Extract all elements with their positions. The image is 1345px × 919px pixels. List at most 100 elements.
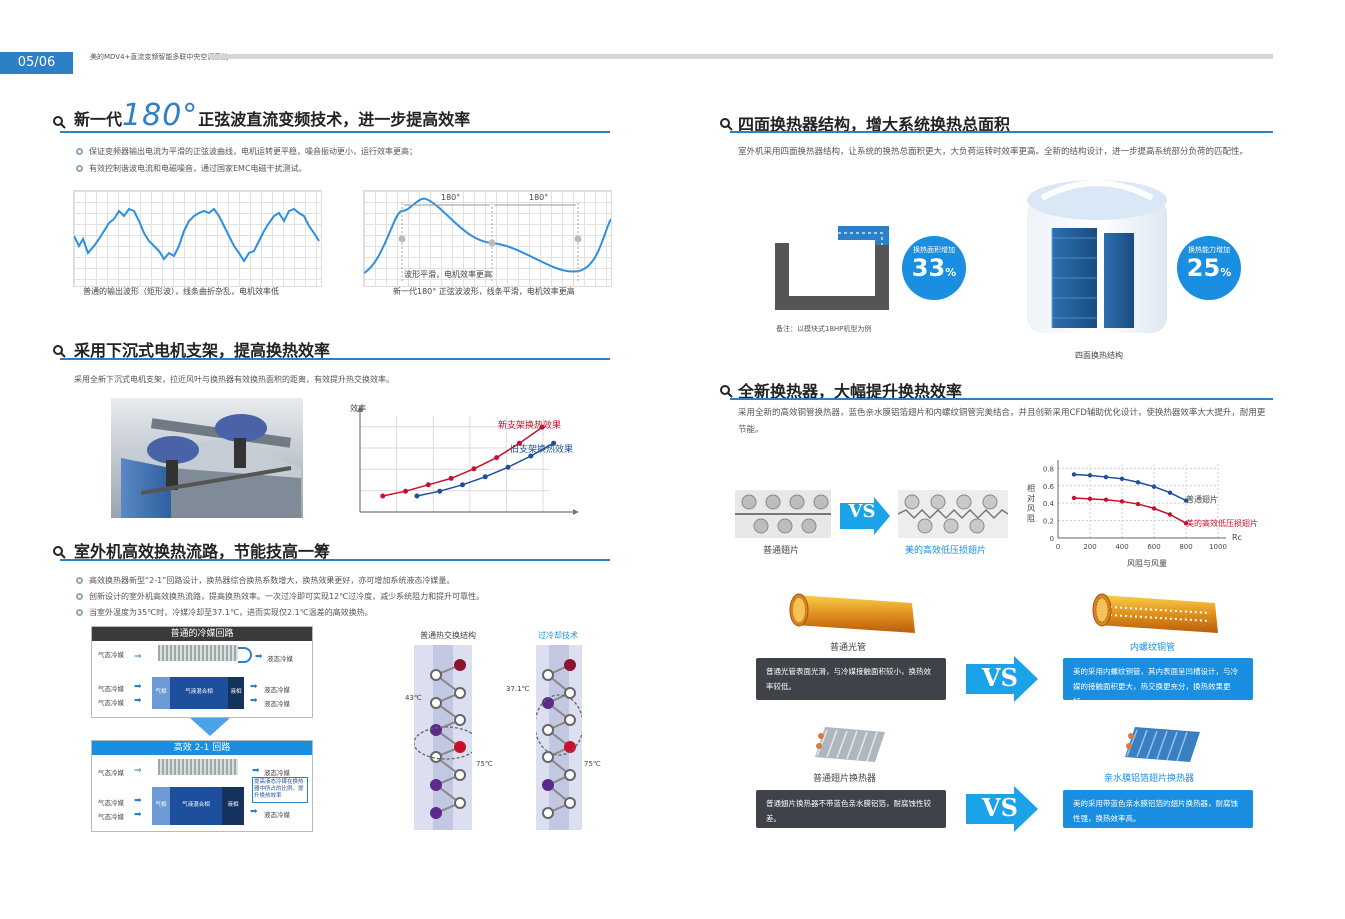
bullet-item: 高效换热器新型“2-1”回路设计，换热器综合换热系数增大，换热效果更好，亦可增加… xyxy=(76,575,454,586)
section-title-motor: 采用下沉式电机支架，提高换热效率 xyxy=(74,341,331,360)
wave-note: 波形平滑，电机效率更高 xyxy=(404,270,492,279)
section-paragraph: 室外机采用四面换热器结构，让系统的换热总面积更大，大负荷运转时效率更高。全新的结… xyxy=(738,147,1249,157)
data-point xyxy=(1167,512,1173,517)
label-liquid: 液态冷媒 xyxy=(264,700,290,708)
coil-graphic xyxy=(158,759,238,775)
label-gas: 气态冷媒 xyxy=(98,651,124,659)
smooth-tube-image xyxy=(787,585,922,640)
normal-fin-image xyxy=(735,490,831,538)
data-point xyxy=(1183,498,1189,503)
caption-four-side: 四面换热结构 xyxy=(1075,351,1123,360)
bullet-item: 当室外温度为35℃时，冷媒冷却至37.1℃，进而实现仅2.1℃温差的高效换热。 xyxy=(76,607,373,618)
data-point xyxy=(494,455,500,461)
caption-square-wave: 普通的输出波形（矩形波），线条曲折杂乱，电机效率低 xyxy=(83,287,279,296)
efficient-fin-image xyxy=(897,490,1009,538)
label-liquid: 液态冷媒 xyxy=(267,655,293,663)
data-point xyxy=(460,482,465,488)
data-point xyxy=(471,466,477,472)
x-tick-label: 400 xyxy=(1115,543,1128,551)
bullet-item: 保证变频器输出电流为平滑的正弦波曲线，电机运转更平稳，噪音振动更小，运行效率更高… xyxy=(76,146,417,157)
arrow-right-icon: ➡ xyxy=(250,682,258,692)
section-marker xyxy=(50,543,66,563)
chart-ylabel: 效率 xyxy=(350,404,366,413)
chart-ylabel: 相对风阻 xyxy=(1027,484,1035,523)
y-tick-label: 0.4 xyxy=(1043,500,1055,508)
x-tick-label: 800 xyxy=(1179,543,1192,551)
square-wave-chart xyxy=(73,190,322,287)
coil-graphic xyxy=(158,645,238,661)
section-marker xyxy=(717,382,733,402)
x-axis-arrow xyxy=(573,509,579,515)
column-title-subcool: 过冷却技术 xyxy=(538,631,578,640)
y-tick-label: 0.8 xyxy=(1043,465,1054,473)
vs-arrow: VS xyxy=(966,656,1038,702)
data-point xyxy=(539,424,545,430)
bullet-icon xyxy=(76,165,83,172)
wave-angle-label: 180° xyxy=(526,193,552,202)
heat-exchanger-u-shape xyxy=(774,225,894,319)
data-point xyxy=(1119,476,1125,481)
section-underline xyxy=(60,559,610,561)
data-point xyxy=(482,474,488,480)
badge-area-increase: 换热面积增加 33% xyxy=(902,236,966,300)
circuit-diagram-efficient: 高效 2-1 回路 气态冷媒 ⇒ ➡ 液态冷媒 气相 气液混合相 液相 提高液态… xyxy=(91,740,313,832)
arrow-right-icon: ➡ xyxy=(134,796,142,806)
label-liquid: 液态冷媒 xyxy=(264,769,290,777)
data-point xyxy=(551,440,557,446)
legend-normal-fin: 普通翅片 xyxy=(1186,495,1218,504)
section-underline xyxy=(60,358,610,360)
note: 备注：以模块式18HP机型为例 xyxy=(776,325,872,333)
badge-capacity-increase: 换热能力增加 25% xyxy=(1177,236,1241,300)
section-marker xyxy=(50,342,66,362)
data-point xyxy=(1183,521,1189,526)
bullet-icon xyxy=(76,609,83,616)
heat-exchange-column-subcool xyxy=(536,645,582,830)
data-point xyxy=(1087,496,1093,502)
label-liquid: 液态冷媒 xyxy=(264,811,290,819)
label-hydrophilic-exchanger: 亲水膜铝箔翅片换热器 xyxy=(1104,774,1195,784)
data-point xyxy=(1103,474,1109,480)
data-point xyxy=(448,475,454,481)
section-title-new-exchanger: 全新换热器，大幅提升换热效率 xyxy=(738,382,963,401)
bullet-item: 有效控制谐波电流和电磁噪音，通过国家EMC电磁干扰测试。 xyxy=(76,163,307,174)
label-efficient-fin: 美的高效低压损翅片 xyxy=(905,546,987,556)
data-point xyxy=(505,464,511,470)
phase-block: 气相 气液混合相 液相 xyxy=(152,677,244,709)
y-tick-label: 0.2 xyxy=(1043,518,1054,526)
arrow-right-icon: ➡ xyxy=(250,696,258,706)
phase-block: 气相 气液混合相 液相 xyxy=(152,787,244,825)
hydrophilic-exchanger-image xyxy=(1125,722,1200,767)
data-point xyxy=(425,482,431,488)
label-liquid-phase: 液相 xyxy=(228,677,244,709)
arrow-down-icon xyxy=(190,718,230,742)
label-gas-phase: 气相 xyxy=(152,677,170,709)
y-tick-label: 0.6 xyxy=(1043,483,1055,491)
data-point xyxy=(1151,484,1157,489)
bullet-icon xyxy=(76,577,83,584)
circuit-title: 高效 2-1 回路 xyxy=(92,741,312,755)
coil-loop xyxy=(238,647,252,663)
label-smooth-tube: 普通光管 xyxy=(830,643,867,653)
section-underline xyxy=(60,131,610,133)
label-gas: 气态冷媒 xyxy=(98,799,124,807)
data-point xyxy=(414,493,420,499)
temp-label: 75℃ xyxy=(584,760,601,768)
arrow-right-icon: ➡ xyxy=(134,810,142,820)
arrow-right-icon: ➡ xyxy=(134,682,142,692)
data-point xyxy=(1167,490,1173,495)
desc-normal-exchanger: 普通翅片换热器不带蓝色亲水膜铝箔，耐腐蚀性较差。 xyxy=(756,790,946,828)
data-point xyxy=(1071,495,1077,501)
header-bar xyxy=(210,54,1273,59)
section-paragraph: 采用全新下沉式电机支架，拉近风叶与换热器有效换热面积的距离，有效提升热交换效率。 xyxy=(74,375,394,384)
y-axis-arrow xyxy=(357,406,363,412)
motor-bracket-image xyxy=(111,398,303,518)
heat-exchange-column-normal xyxy=(414,645,472,830)
data-point xyxy=(528,453,534,459)
section-marker xyxy=(717,115,733,135)
arrow-right-icon: ➡ xyxy=(134,696,142,706)
four-side-exchanger-image xyxy=(1022,178,1172,338)
label-gas: 气态冷媒 xyxy=(98,685,124,693)
label-normal-exchanger: 普通翅片换热器 xyxy=(813,774,877,784)
label-liquid: 液态冷媒 xyxy=(264,686,290,694)
